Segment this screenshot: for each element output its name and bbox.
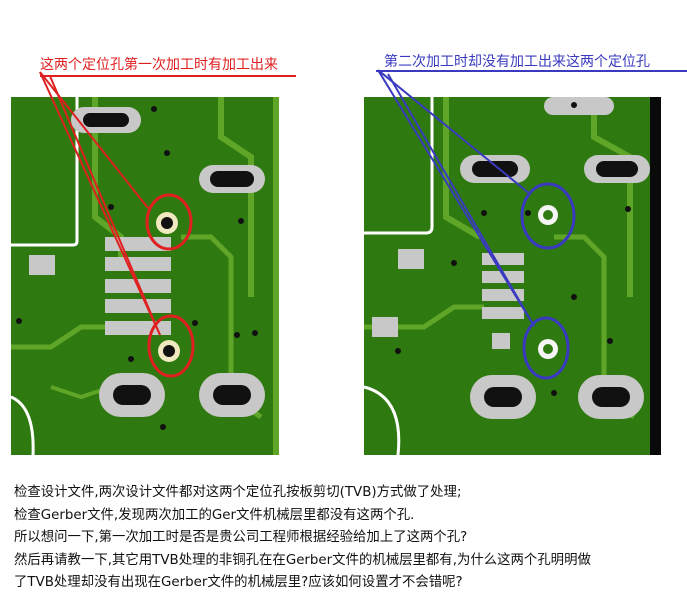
text-line-3: 所以想问一下,第一次加工时是否是贵公司工程师根据经验给加上了这两个孔? <box>14 530 468 546</box>
text-line-2: 检查Gerber文件,发现两次加工的Ger文件机械层里都没有这两个孔. <box>14 507 415 523</box>
blue-hole-circle-bottom <box>522 316 570 380</box>
pcb-second-run-image <box>364 97 661 455</box>
pcb-first-run-image <box>11 97 279 455</box>
text-line-4: 然后再请教一下,其它用TVB处理的非铜孔在在Gerber文件的机械层里都有,为什… <box>14 552 591 568</box>
left-annotation-caption: 这两个定位孔第一次加工时有加工出来 <box>40 57 278 73</box>
question-text-block: 检查设计文件,两次设计文件都对这两个定位孔按板剪切(TVB)方式做了处理; 检查… <box>14 482 679 595</box>
red-leader-lines <box>39 71 161 336</box>
text-line-1: 检查设计文件,两次设计文件都对这两个定位孔按板剪切(TVB)方式做了处理; <box>14 485 462 500</box>
text-line-5: 了TVB处理却没有出现在Gerber文件的机械层里?应该如何设置才不会错呢? <box>14 575 463 591</box>
left-caption-underline <box>40 75 296 77</box>
red-hole-circle-bottom <box>147 314 195 378</box>
right-caption-underline <box>376 70 687 72</box>
red-hole-circle-top <box>145 193 193 251</box>
blue-leader-lines <box>377 69 535 327</box>
right-annotation-caption: 第二次加工时却没有加工出来这两个定位孔 <box>384 54 650 70</box>
blue-hole-circle-top <box>520 182 576 250</box>
